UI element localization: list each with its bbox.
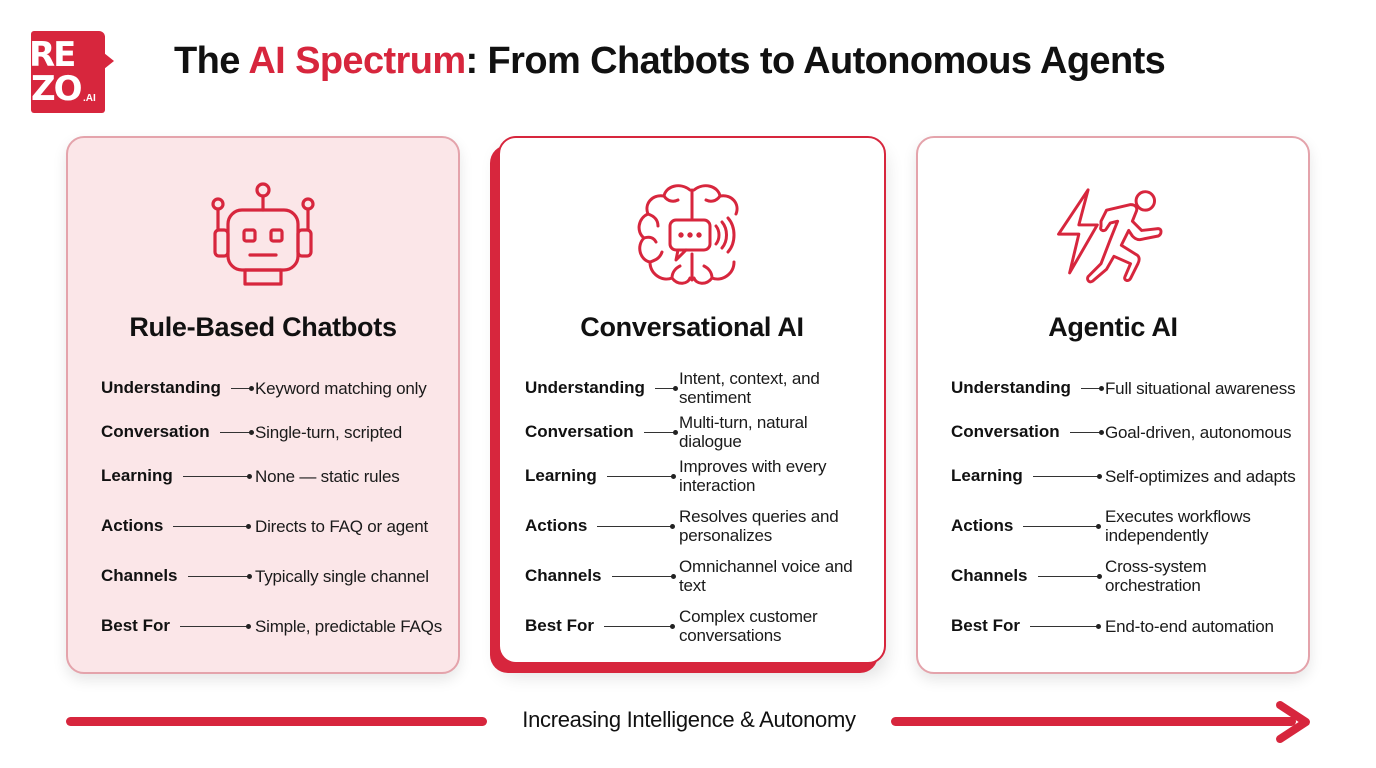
feature-row-channels: Channels Cross-system orchestration <box>951 554 1298 598</box>
feature-label: Channels <box>951 566 1028 585</box>
feature-row-channels: Channels Typically single channel <box>101 554 448 598</box>
connector-line <box>643 429 678 435</box>
logo-suffix: .AI <box>83 93 96 104</box>
feature-row-conversation: Conversation Multi-turn, natural dialogu… <box>525 410 874 454</box>
connector-line <box>1069 429 1104 435</box>
connector-line <box>230 385 254 391</box>
card-rule-based-chatbots: Rule-Based Chatbots Understanding Keywor… <box>66 136 460 674</box>
feature-value: Goal-driven, autonomous <box>1105 422 1292 442</box>
feature-value: Intent, context, and sentiment <box>679 369 820 407</box>
axis-label: Increasing Intelligence & Autonomy <box>522 707 856 732</box>
connector-line <box>1023 523 1102 529</box>
connector-line <box>1080 385 1104 391</box>
feature-value: Typically single channel <box>255 566 429 586</box>
feature-label: Conversation <box>101 422 210 441</box>
feature-row-understanding: Understanding Keyword matching only <box>101 366 448 410</box>
logo-line-2: ZO <box>31 69 83 109</box>
feature-value: Resolves queries and personalizes <box>679 507 839 545</box>
connector-line <box>173 523 252 529</box>
connector-line <box>182 473 252 479</box>
feature-label: Actions <box>101 516 164 535</box>
feature-row-conversation: Conversation Goal-driven, autonomous <box>951 410 1298 454</box>
title-accent: AI Spectrum <box>248 40 466 82</box>
feature-row-actions: Actions Resolves queries and personalize… <box>525 504 874 548</box>
connector-line <box>179 623 251 629</box>
feature-label: Learning <box>101 466 173 485</box>
connector-line <box>654 385 678 391</box>
feature-row-learning: Learning None — static rules <box>101 454 448 498</box>
title-suffix: : From Chatbots to Autonomous Agents <box>465 40 1166 82</box>
feature-label: Actions <box>951 516 1014 535</box>
feature-value: Single-turn, scripted <box>255 422 402 442</box>
feature-label: Learning <box>525 466 597 485</box>
logo-line-1: RE <box>29 35 76 75</box>
connector-line <box>1029 623 1101 629</box>
connector-line <box>611 573 676 579</box>
feature-label: Best For <box>525 616 594 635</box>
connector-line <box>219 429 254 435</box>
feature-row-learning: Learning Improves with every interaction <box>525 454 874 498</box>
connector-line <box>603 623 675 629</box>
feature-value: Self-optimizes and adapts <box>1105 466 1296 486</box>
page-title: The AI Spectrum: From Chatbots to Autono… <box>174 40 1166 83</box>
feature-label: Actions <box>525 516 588 535</box>
feature-value: Omnichannel voice and text <box>679 557 853 595</box>
feature-row-learning: Learning Self-optimizes and adapts <box>951 454 1298 498</box>
feature-label: Channels <box>525 566 602 585</box>
connector-line <box>1037 573 1102 579</box>
title-prefix: The <box>174 40 249 82</box>
arrow-head-icon <box>1268 699 1314 745</box>
feature-row-conversation: Conversation Single-turn, scripted <box>101 410 448 454</box>
feature-value: Full situational awareness <box>1105 378 1296 398</box>
connector-line <box>1032 473 1102 479</box>
feature-label: Conversation <box>951 422 1060 441</box>
feature-label: Channels <box>101 566 178 585</box>
feature-label: Best For <box>951 616 1020 635</box>
feature-value: Complex customer conversations <box>679 607 818 645</box>
feature-value: Multi-turn, natural dialogue <box>679 413 808 451</box>
feature-label: Understanding <box>951 378 1071 397</box>
card-title: Agentic AI <box>1048 312 1178 342</box>
card-agentic-ai: Agentic AI Understanding Full situationa… <box>916 136 1310 674</box>
card-title: Rule-Based Chatbots <box>129 312 397 342</box>
feature-label: Understanding <box>525 378 645 397</box>
feature-value: Improves with every interaction <box>679 457 827 495</box>
feature-value: Executes workflows independently <box>1105 507 1251 545</box>
feature-row-best-for: Best For End-to-end automation <box>951 604 1298 648</box>
feature-value: End-to-end automation <box>1105 616 1274 636</box>
running-person-lightning-icon <box>1053 180 1173 292</box>
feature-row-actions: Actions Directs to FAQ or agent <box>101 504 448 548</box>
connector-line <box>606 473 676 479</box>
feature-value: Keyword matching only <box>255 378 427 398</box>
progress-arrow-right-segment <box>891 717 1296 726</box>
feature-row-understanding: Understanding Intent, context, and senti… <box>525 366 874 410</box>
card-title: Conversational AI <box>580 312 804 342</box>
brain-chat-icon <box>632 180 752 292</box>
feature-row-best-for: Best For Simple, predictable FAQs <box>101 604 448 648</box>
feature-label: Conversation <box>525 422 634 441</box>
feature-value: Simple, predictable FAQs <box>255 616 443 636</box>
feature-label: Understanding <box>101 378 221 397</box>
feature-value: Directs to FAQ or agent <box>255 516 429 536</box>
rezo-logo: RE ZO .AI <box>29 31 114 113</box>
feature-row-understanding: Understanding Full situational awareness <box>951 366 1298 410</box>
feature-label: Learning <box>951 466 1023 485</box>
card-conversational-ai: Conversational AI Understanding Intent, … <box>498 136 886 664</box>
progress-arrow-left-segment <box>66 717 487 726</box>
connector-line <box>597 523 676 529</box>
feature-row-best-for: Best For Complex customer conversations <box>525 604 874 648</box>
feature-row-actions: Actions Executes workflows independently <box>951 504 1298 548</box>
feature-label: Best For <box>101 616 170 635</box>
feature-value: None — static rules <box>255 466 400 486</box>
connector-line <box>187 573 252 579</box>
feature-row-channels: Channels Omnichannel voice and text <box>525 554 874 598</box>
robot-icon <box>203 180 323 292</box>
feature-value: Cross-system orchestration <box>1105 557 1207 595</box>
